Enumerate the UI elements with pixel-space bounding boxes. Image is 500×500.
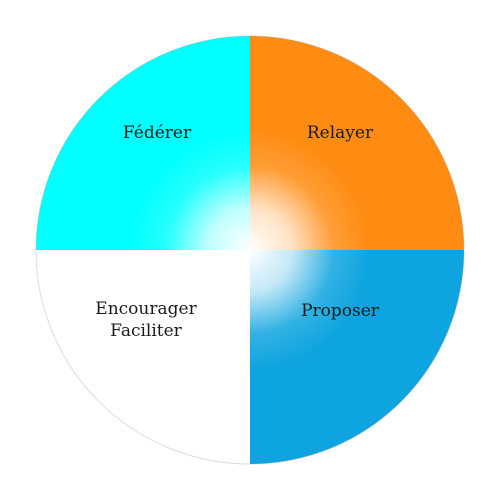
- label-faciliter: Faciliter: [110, 321, 183, 341]
- wheel-outline: [35, 35, 465, 465]
- label-proposer: Proposer: [301, 301, 380, 321]
- label-relayer: Relayer: [307, 123, 374, 143]
- center-glow: [130, 130, 370, 370]
- label-federer: Fédérer: [123, 123, 192, 143]
- wheel-segments: [36, 36, 464, 464]
- label-encourager: Encourager: [95, 299, 197, 319]
